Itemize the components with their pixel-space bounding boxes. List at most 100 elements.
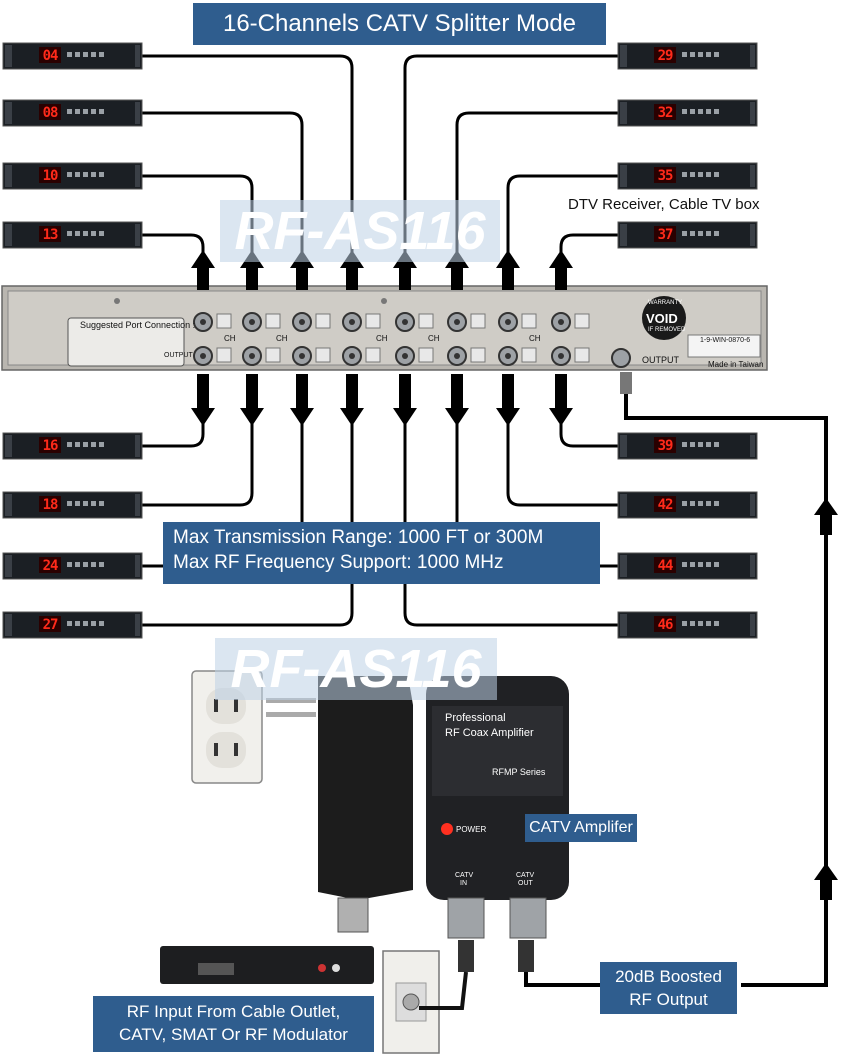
channel-display: 27	[42, 617, 59, 633]
channel-display: 37	[657, 227, 674, 243]
up-arrow-icon	[549, 250, 573, 290]
up-arrow-icon	[191, 250, 215, 290]
channel-display: 29	[657, 48, 674, 64]
amplifier-label: CATV Amplifer	[525, 814, 637, 842]
down-arrow-icon	[393, 374, 417, 426]
rf-input-line1: RF Input From Cable Outlet,	[126, 1002, 341, 1021]
down-arrow-icon	[290, 374, 314, 426]
channel-display: 46	[657, 617, 674, 633]
tv-receiver-box	[2, 162, 143, 190]
tv-receiver-box	[2, 42, 143, 70]
coax-cable	[142, 420, 254, 507]
input-coax-cable	[419, 971, 468, 1010]
coax-cable	[142, 54, 354, 260]
tv-receiver-box	[2, 432, 143, 460]
boosted-output-label: 20dB Boosted RF Output	[600, 962, 737, 1014]
coax-cable	[506, 174, 618, 260]
serial-number: 1-9-WIN-0870-6	[700, 337, 751, 344]
coax-cable	[403, 420, 618, 627]
ch-port-label: CH	[529, 334, 541, 343]
tv-receiver-box	[2, 611, 143, 639]
coax-cable	[142, 111, 304, 260]
rf-input-line2: CATV, SMAT Or RF Modulator	[119, 1025, 348, 1044]
channel-display: 44	[657, 558, 674, 574]
channel-display: 24	[42, 558, 59, 574]
amp-line2: RF Coax Amplifier	[445, 727, 534, 739]
amp-catv-in-2: IN	[460, 880, 467, 887]
page-title: 16-Channels CATV Splitter Mode	[193, 3, 606, 45]
channel-display: 10	[42, 168, 59, 184]
watermark-top: RF-AS116	[220, 200, 500, 262]
power-adapter	[266, 676, 413, 933]
coax-cable	[142, 233, 205, 260]
coax-cable	[403, 54, 618, 260]
down-arrow-icon	[549, 374, 573, 426]
rf-input-label: RF Input From Cable Outlet, CATV, SMAT O…	[93, 996, 374, 1052]
channel-display: 39	[657, 438, 674, 454]
coax-cable	[559, 233, 618, 260]
coax-cable	[506, 420, 618, 507]
ch-port-label: CH	[276, 334, 288, 343]
up-arrow-icon	[496, 250, 520, 290]
boosted-output-line	[524, 385, 828, 987]
tv-receiver-box	[2, 552, 143, 580]
amp-power-label: POWER	[456, 825, 487, 834]
amp-line1: Professional	[445, 712, 506, 724]
spec-frequency: Max RF Frequency Support: 1000 MHz	[173, 552, 504, 573]
channel-display: 08	[42, 105, 59, 121]
down-arrow-icon	[496, 374, 520, 426]
down-arrow-icon	[445, 374, 469, 426]
coax-cable	[559, 420, 618, 448]
up-arrow-1	[814, 498, 838, 535]
tv-receiver-box	[617, 432, 758, 460]
watermark-bottom: RF-AS116	[215, 638, 497, 700]
down-arrow-icon	[240, 374, 264, 426]
channel-display: 35	[657, 168, 674, 184]
dtv-receiver-label: DTV Receiver, Cable TV box	[568, 196, 760, 213]
void-bottom-text: IF REMOVED	[648, 327, 686, 333]
amp-catv-out-1: CATV	[516, 872, 535, 879]
set-top-box	[160, 946, 374, 984]
tv-receiver-box	[2, 491, 143, 519]
coax-wall-plate	[382, 950, 440, 1054]
splitter-unit	[1, 285, 768, 371]
tv-receiver-box	[617, 99, 758, 127]
amp-series: RFMP Series	[492, 767, 546, 777]
suggested-output-text: OUTPUT	[164, 352, 193, 359]
ch-port-label: CH	[376, 334, 388, 343]
channel-display: 42	[657, 497, 674, 513]
tv-receiver-box	[2, 99, 143, 127]
up-arrow-2	[814, 863, 838, 900]
output-port-label: OUTPUT	[642, 355, 679, 365]
boosted-line2: RF Output	[629, 990, 708, 1009]
amplifier-device	[426, 676, 569, 972]
tv-receiver-box	[2, 221, 143, 249]
tv-receiver-box	[617, 42, 758, 70]
channel-display: 16	[42, 438, 59, 454]
made-in-text: Made in Taiwan	[708, 360, 764, 369]
ch-port-label: CH	[224, 334, 236, 343]
amp-catv-out-2: OUT	[518, 880, 533, 887]
spec-box: Max Transmission Range: 1000 FT or 300M …	[163, 522, 600, 584]
spec-range: Max Transmission Range: 1000 FT or 300M	[173, 527, 544, 548]
boosted-line1: 20dB Boosted	[615, 967, 722, 986]
down-arrow-icon	[340, 374, 364, 426]
tv-receiver-box	[617, 611, 758, 639]
coax-cable	[142, 174, 254, 260]
channel-display: 04	[42, 48, 59, 64]
suggested-port-text: Suggested Port Connection :	[80, 320, 196, 330]
coax-cable	[142, 420, 205, 448]
channel-display: 13	[42, 227, 59, 243]
tv-receiver-box	[617, 552, 758, 580]
tv-receiver-box	[617, 221, 758, 249]
amp-catv-in-1: CATV	[455, 872, 474, 879]
tv-receiver-box	[617, 491, 758, 519]
coax-cable	[455, 111, 618, 260]
channel-display: 18	[42, 497, 59, 513]
down-arrow-icon	[191, 374, 215, 426]
tv-receiver-box	[617, 162, 758, 190]
ch-port-label: CH	[428, 334, 440, 343]
void-top-text: WARRANTY	[648, 300, 683, 306]
coax-cable	[142, 420, 354, 627]
void-main-text: VOID	[646, 311, 678, 326]
